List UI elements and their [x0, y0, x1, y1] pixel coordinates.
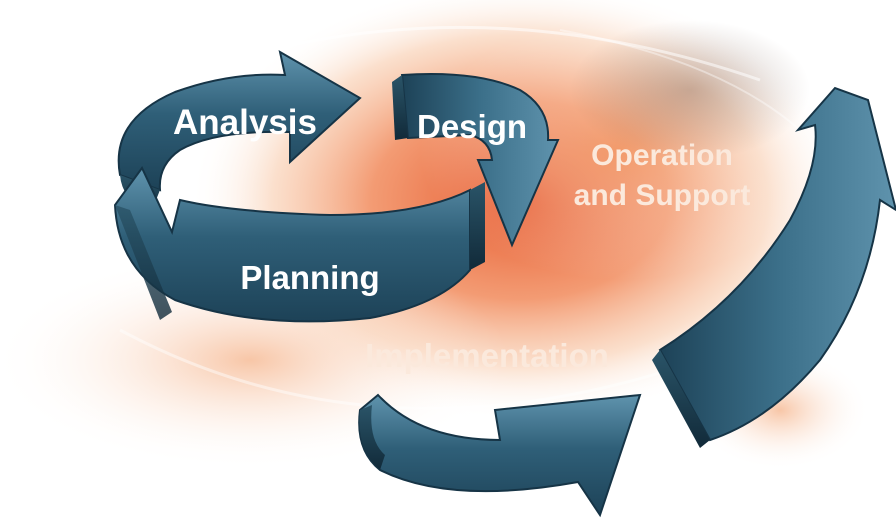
analysis-label: Analysis: [173, 103, 317, 142]
planning-label: Planning: [240, 259, 379, 296]
design-label: Design: [417, 108, 527, 145]
design-arrow: [392, 73, 560, 248]
implementation-arrow: [358, 393, 642, 518]
implementation-label: Implementation: [365, 337, 609, 374]
operation-label-line2: and Support: [574, 179, 751, 212]
operation-arrow: [652, 86, 896, 448]
operation-label-line1: Operation: [591, 139, 733, 172]
planning-arrow: [113, 166, 485, 323]
